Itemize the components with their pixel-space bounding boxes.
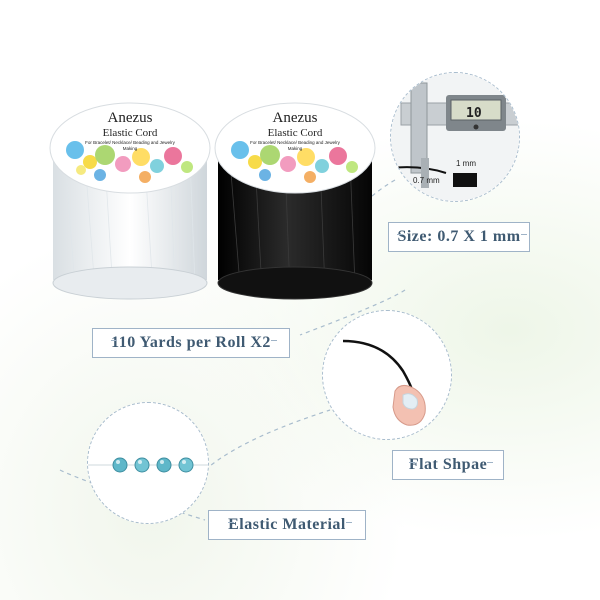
- yards-per-roll-label: 110 Yards per Roll X2: [92, 328, 290, 358]
- spool-lid-text-black: Anezus Elastic Cord For Bracelet/ Neckla…: [225, 110, 365, 152]
- spool-lid-text-clear: Anezus Elastic Cord For Bracelet/ Neckla…: [60, 110, 200, 152]
- product-name: Elastic Cord: [267, 127, 323, 139]
- brand-name: Anezus: [107, 110, 153, 126]
- cross-section-width-label: 1 mm: [456, 159, 476, 168]
- caliper-reading: 10: [466, 106, 482, 121]
- beads-on-cord: [88, 457, 208, 473]
- caliper-image: [391, 73, 519, 201]
- black-elastic-spool: [214, 102, 376, 300]
- product-name: Elastic Cord: [102, 127, 158, 139]
- flat-shape-label: Flat Shpae: [392, 450, 504, 480]
- caliper-detail-bubble: 10 1 mm 0.7 mm: [390, 72, 520, 202]
- cord-cross-section: [453, 173, 477, 187]
- brand-name: Anezus: [272, 110, 318, 126]
- product-subtitle: For Bracelet/ Necklace/ Beading and Jewe…: [85, 140, 175, 151]
- elastic-material-label: Elastic Material: [208, 510, 366, 540]
- clear-elastic-spool: [49, 102, 211, 300]
- finger-holding-cord: [342, 339, 426, 426]
- cross-section-height-label: 0.7 mm: [413, 176, 440, 185]
- elastic-material-bubble: [87, 402, 209, 524]
- size-label: Size: 0.7 X 1 mm: [388, 222, 530, 252]
- product-subtitle: For Bracelet/ Necklace/ Beading and Jewe…: [250, 140, 340, 151]
- flat-shape-bubble: [322, 310, 452, 440]
